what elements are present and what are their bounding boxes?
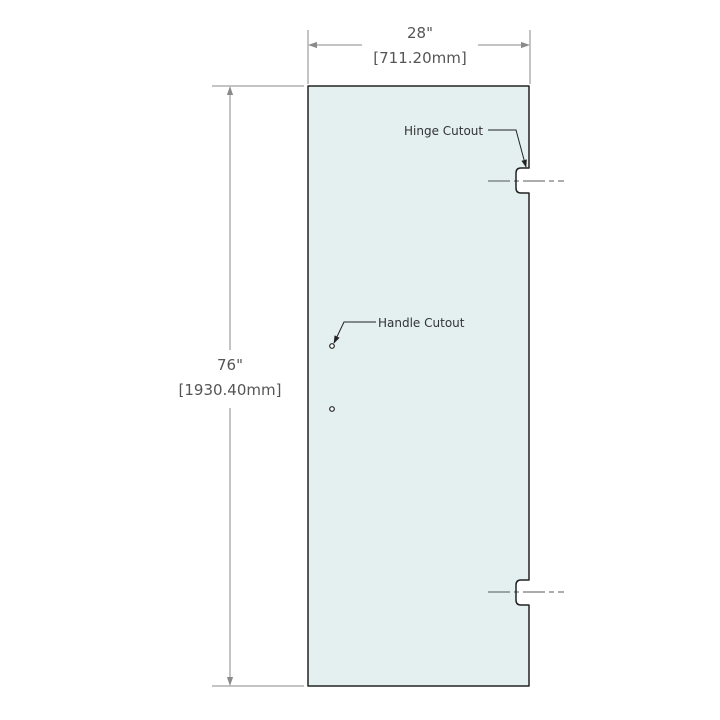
hinge-cutout-label: Hinge Cutout	[404, 124, 483, 138]
width-metric-label: [711.20mm]	[373, 49, 466, 67]
height-metric-label: [1930.40mm]	[179, 381, 282, 399]
height-dimension: 76" [1930.40mm]	[179, 85, 304, 687]
handle-cutout-leader	[333, 321, 376, 344]
height-imperial-label: 76"	[217, 356, 243, 374]
hinge-cutout-leader	[488, 129, 527, 168]
handle-hole-top	[329, 343, 335, 349]
glass-panel	[307, 85, 530, 687]
handle-hole-bottom	[329, 406, 335, 412]
width-dimension: 28" [711.20mm]	[307, 24, 531, 84]
handle-cutout-label: Handle Cutout	[378, 316, 465, 330]
hinge-cutout-callout: Hinge Cutout	[404, 124, 527, 168]
handle-cutout-callout: Handle Cutout	[333, 316, 465, 344]
width-imperial-label: 28"	[407, 24, 433, 42]
hinge-centerlines	[488, 180, 564, 593]
